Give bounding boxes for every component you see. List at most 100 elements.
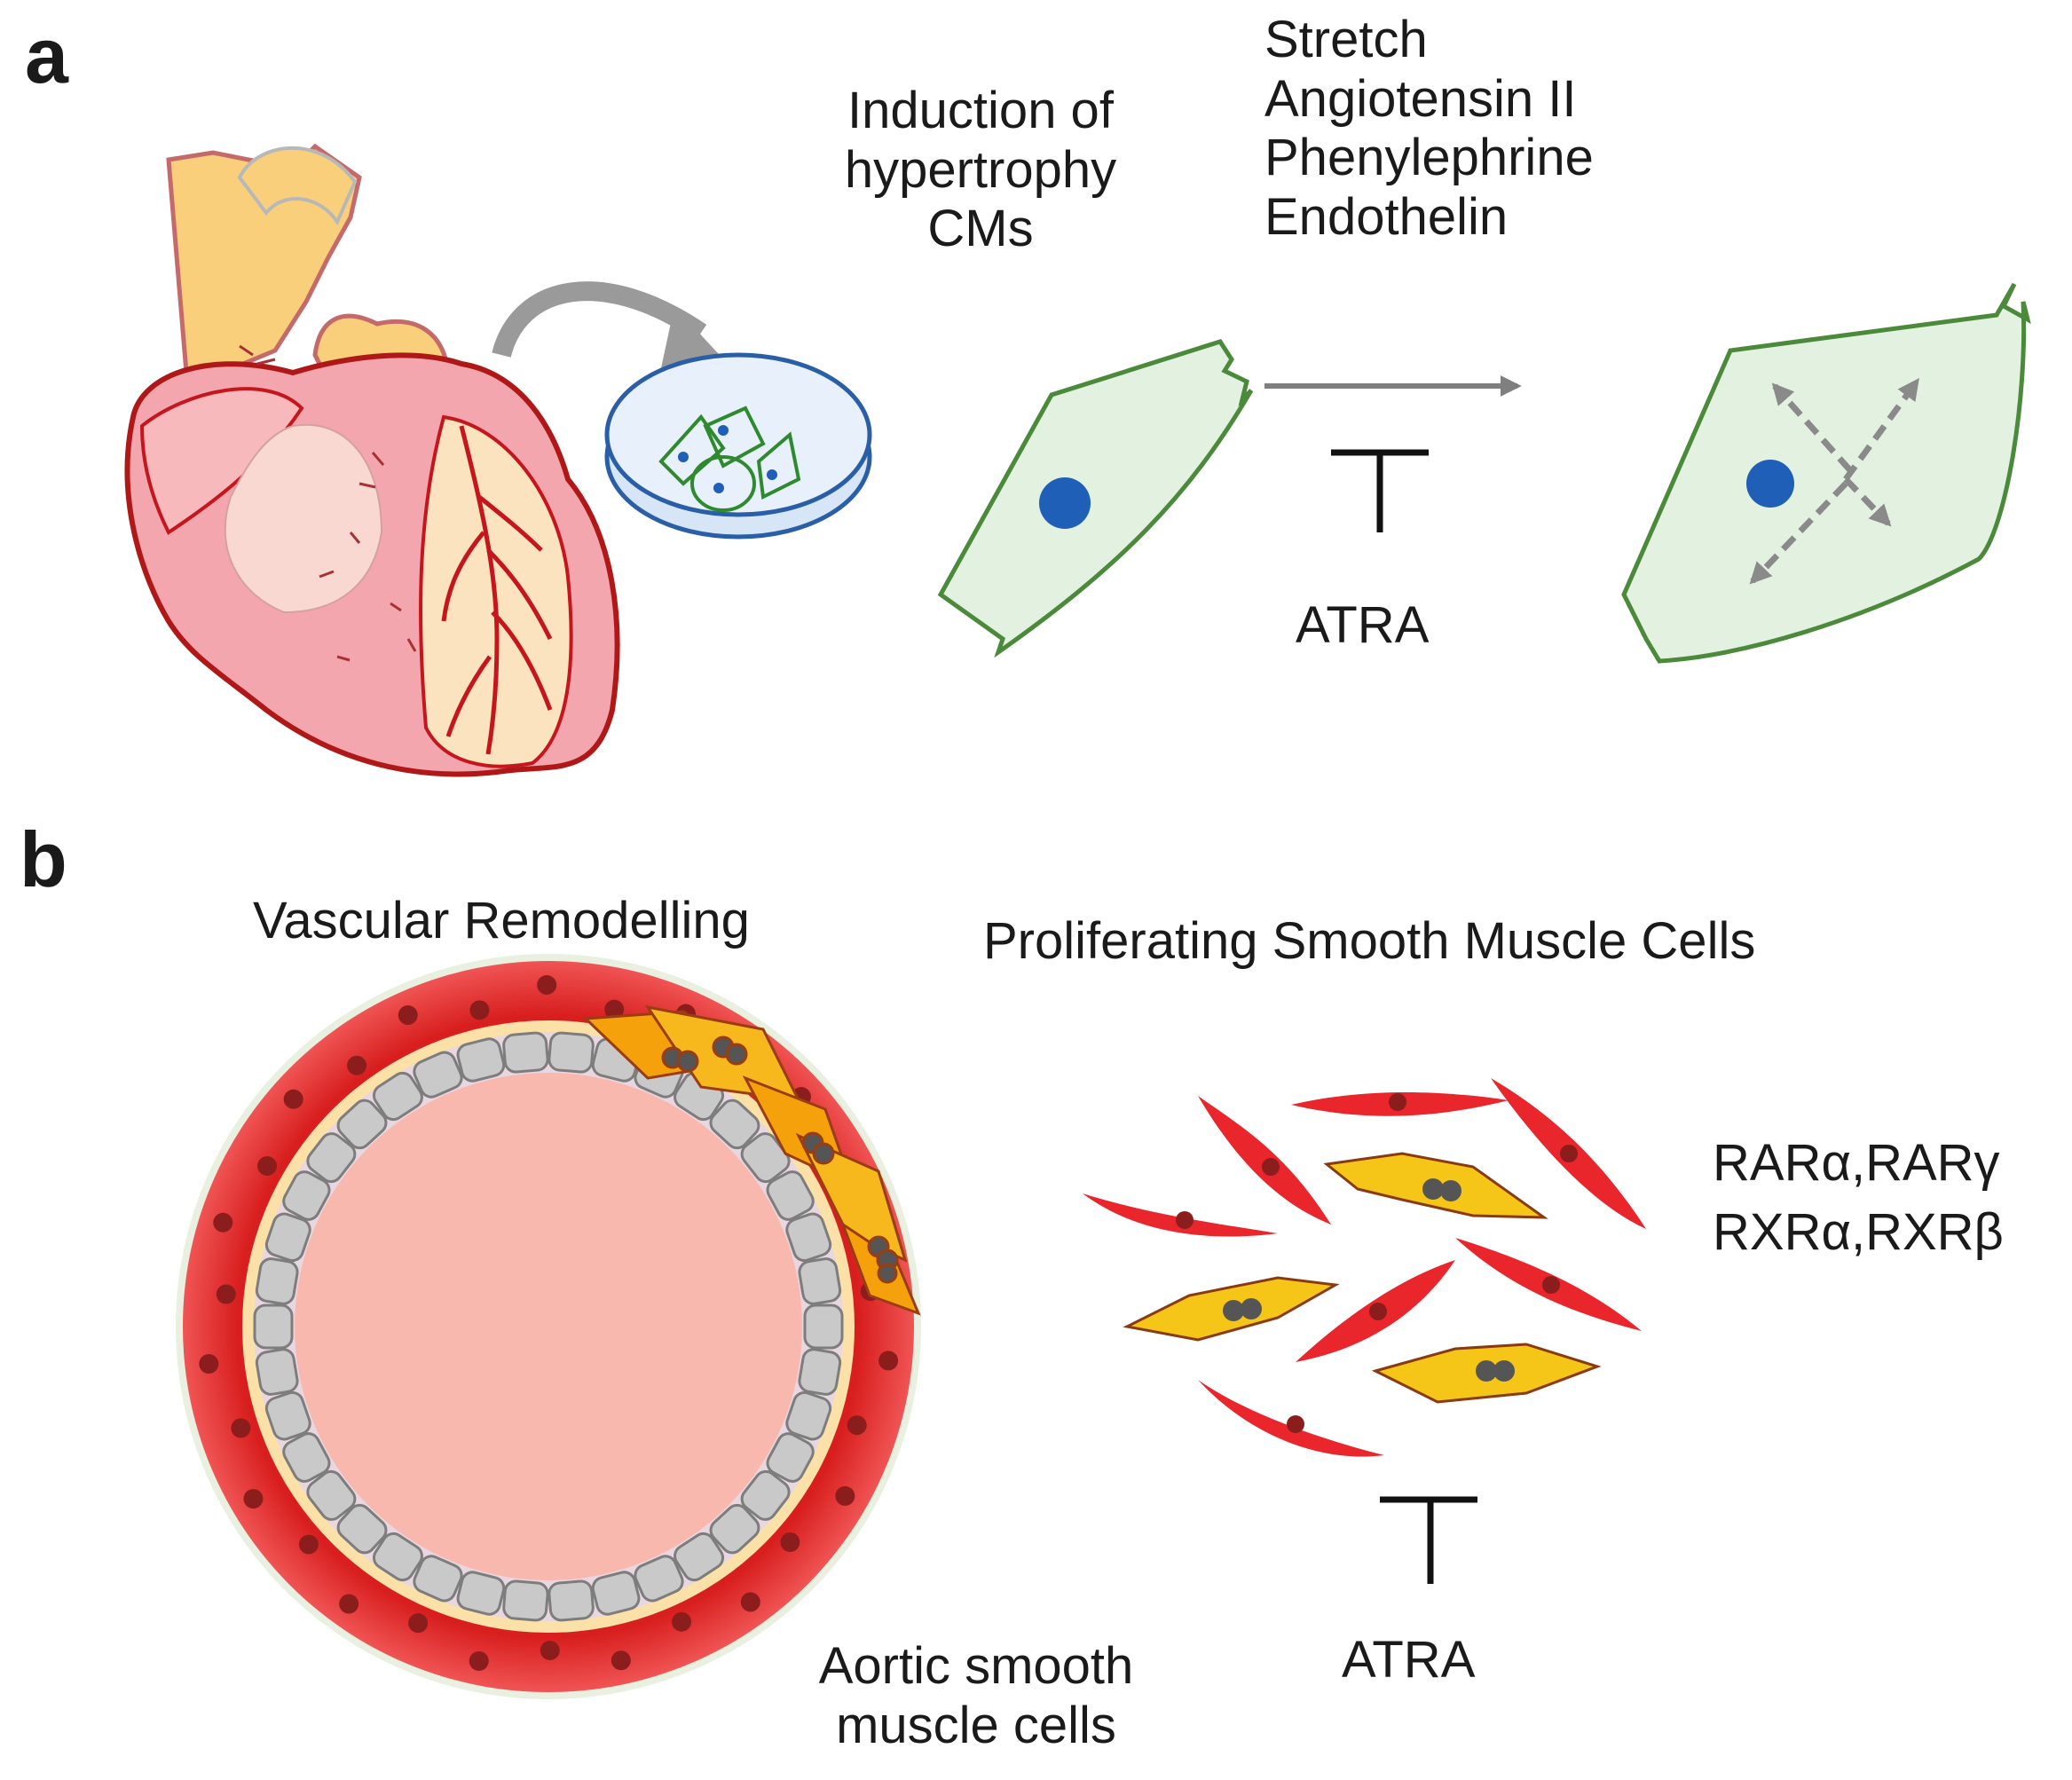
endothelial-cell	[372, 1532, 423, 1582]
smooth-muscle-nucleus	[347, 1055, 367, 1075]
cardiomyocyte-hypertrophic	[1621, 282, 2031, 664]
endothelial-cell	[785, 1390, 832, 1441]
endothelial-cell	[255, 1257, 299, 1305]
smooth-muscle-nucleus	[469, 1000, 490, 1020]
smooth-muscle-nucleus	[672, 1611, 692, 1632]
vessel-cross-section	[176, 954, 921, 1699]
coronary-vessels	[441, 425, 553, 755]
endothelial-cell	[282, 1432, 331, 1483]
smc-red-cell	[1083, 1193, 1278, 1237]
endothelial-cell	[798, 1348, 842, 1396]
endothelial-cell	[709, 1099, 760, 1150]
smooth-muscle-nucleus	[283, 1089, 303, 1109]
smooth-muscle-nucleus	[611, 1650, 631, 1671]
smc-red-cell	[1296, 1260, 1455, 1362]
curved-arrow-head	[661, 306, 728, 368]
endothelium	[253, 1031, 844, 1622]
smooth-muscle-nucleus	[537, 975, 557, 996]
atra-label-b: ATRA	[1342, 1631, 1476, 1689]
endothelial-cell	[255, 1348, 299, 1396]
curved-arrow	[492, 281, 707, 358]
endothelial-cell	[502, 1579, 549, 1622]
heart-texture	[239, 344, 417, 662]
stimuli-list: Stretch Angiotensin II Phenylephrine End…	[1264, 11, 1594, 248]
smooth-muscle-nucleus	[243, 1489, 264, 1509]
endothelial-cell	[798, 1257, 842, 1305]
smc-red-cell	[1291, 1091, 1509, 1116]
vessel-title: Vascular Remodelling	[253, 892, 750, 949]
endothelial-cell	[456, 1571, 506, 1616]
endothelial-cell	[264, 1390, 311, 1441]
smooth-muscle-nucleus	[780, 1532, 800, 1552]
cardiomyocyte-normal	[937, 339, 1254, 658]
nucleus-hypertrophic	[1746, 460, 1794, 508]
stimulus-3: Phenylephrine	[1264, 129, 1594, 187]
smooth-muscle-nucleus	[231, 1418, 251, 1438]
smooth-muscle-nucleus	[398, 1005, 418, 1026]
endothelial-cell	[306, 1132, 357, 1184]
endothelial-cell	[264, 1212, 311, 1263]
endothelial-cell	[674, 1532, 725, 1582]
smooth-muscle-nucleus	[878, 1351, 899, 1371]
smooth-muscle-nucleus	[847, 1415, 867, 1436]
stimulus-2: Angiotensin II	[1264, 69, 1577, 128]
smc-yellow-cell	[1371, 1343, 1602, 1404]
endothelial-cell	[548, 1579, 595, 1622]
endothelial-cell	[803, 1303, 844, 1350]
endothelial-cell	[282, 1170, 331, 1221]
smc-yellow-cell	[1123, 1276, 1340, 1342]
smc-red-cell	[1491, 1078, 1646, 1229]
endothelial-cell	[766, 1432, 815, 1483]
endothelial-cell	[413, 1051, 463, 1099]
smooth-muscle-nucleus	[339, 1594, 359, 1614]
atra-label-a: ATRA	[1296, 596, 1430, 654]
smc-red-cell	[1198, 1096, 1331, 1225]
endothelial-cell	[785, 1212, 832, 1263]
vessel-caption-line-1: Aortic smooth	[818, 1637, 1134, 1695]
panel-a-letter: a	[25, 12, 68, 99]
inhibition-symbol-b	[1380, 1496, 1477, 1584]
endothelial-cell	[740, 1469, 791, 1521]
inhibition-symbol-a	[1331, 449, 1429, 532]
endothelial-cell	[766, 1170, 815, 1221]
endothelial-cell	[413, 1555, 463, 1603]
nucleus-normal	[1039, 477, 1091, 529]
heart-pale-region	[224, 423, 383, 614]
receptor-list: RARα,RARγ RXRα,RXRβ	[1713, 1129, 2004, 1268]
vessel-caption: Aortic smooth muscle cells	[781, 1637, 1171, 1755]
endothelial-cell	[306, 1469, 357, 1521]
receptor-rar: RARα,RARγ	[1713, 1134, 2000, 1192]
induction-label-line-2: hypertrophy	[844, 140, 1117, 199]
smc-red-cell	[1198, 1380, 1384, 1457]
heart-illustration	[124, 143, 620, 777]
induction-label: Induction of hypertrophy CMs	[803, 82, 1158, 259]
panel-b-letter: b	[20, 815, 67, 903]
induction-label-line-3: CMs	[927, 200, 1034, 258]
endothelial-cell	[372, 1071, 423, 1122]
induction-label-line-1: Induction of	[847, 82, 1114, 139]
smooth-muscle-nucleus	[469, 1650, 489, 1671]
smooth-muscle-nucleus	[199, 1354, 219, 1374]
endothelial-cell	[336, 1503, 388, 1555]
cells-title: Proliferating Smooth Muscle Cells	[983, 912, 1756, 970]
endothelial-cell	[634, 1555, 684, 1603]
endothelial-cell	[502, 1031, 549, 1074]
aorta-arch	[237, 146, 358, 226]
smooth-muscle-nucleus	[604, 999, 625, 1020]
smc-cell-group	[1083, 1078, 1646, 1457]
smooth-muscle-nucleus	[257, 1155, 278, 1176]
proliferating-cluster	[582, 1004, 921, 1316]
smooth-muscle-nucleus	[835, 1485, 855, 1506]
smooth-muscle-nucleus	[740, 1592, 760, 1612]
smooth-muscle-nucleus	[408, 1613, 429, 1634]
endothelial-cell	[548, 1031, 595, 1074]
smooth-muscle-nucleus	[298, 1534, 319, 1555]
endothelial-cell	[336, 1099, 388, 1150]
smc-yellow-cell	[1323, 1152, 1548, 1219]
receptor-rxr: RXRα,RXRβ	[1713, 1203, 2004, 1262]
endothelial-cell	[253, 1303, 294, 1350]
endothelial-cell	[591, 1571, 641, 1616]
vessel-caption-line-2: muscle cells	[836, 1696, 1116, 1754]
endothelial-cell	[456, 1037, 506, 1083]
